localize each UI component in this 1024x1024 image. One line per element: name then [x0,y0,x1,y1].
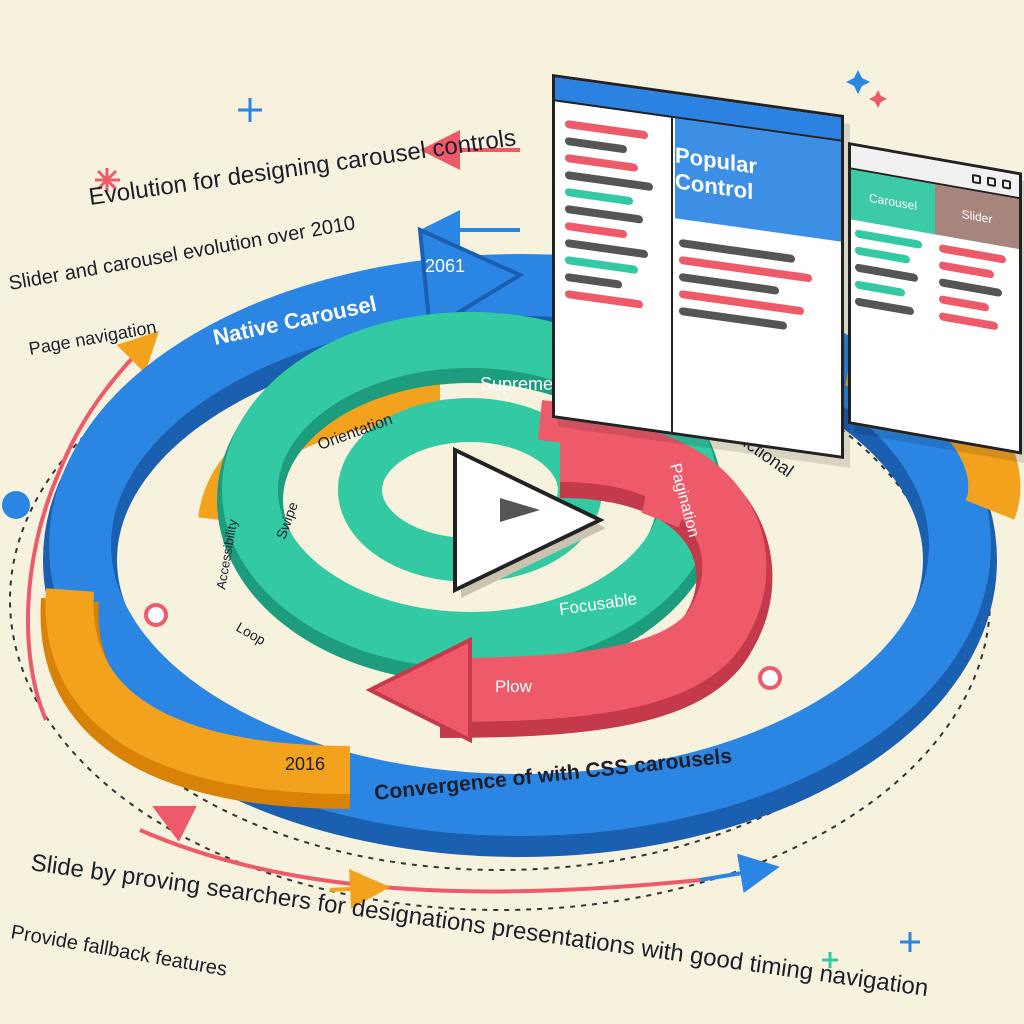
list-item [939,295,990,312]
panel-list [555,101,673,433]
list-item [855,246,910,264]
play-button-icon[interactable] [453,446,606,598]
red-ring [365,400,773,744]
list-item [565,119,649,140]
footer-line-2: Provide fallback features [9,921,229,981]
ring-markers [2,491,782,690]
panel-content: Popular Control [675,118,841,455]
outer-ring-arrowhead [417,226,525,334]
red-arrowhead [365,636,472,744]
header-line-1: Evolution for designing carousel control… [87,124,517,211]
list-item [565,221,628,239]
list-item [939,261,994,279]
orbit-arrows [26,130,780,909]
list-item [565,170,654,192]
list-item [565,153,638,173]
list-item [855,263,918,283]
popular-control-panel: Popular Control [552,74,844,460]
red-bottom-label: Plow [495,677,533,696]
footer-line-1: Slide by proving searchers for designati… [29,849,930,1002]
list-item [565,272,623,289]
list-item [565,289,643,309]
list-item [855,229,923,250]
close-icon[interactable] [1002,178,1011,190]
maximize-icon[interactable] [987,176,996,187]
carousel-slider-panel: Carousel Slider [848,142,1022,455]
list-item [939,244,1007,264]
list-item [565,238,649,259]
bottom-ring-year: 2016 [285,754,325,774]
green-inner-label: Loop [234,619,269,649]
green-top-label: Supreme [480,374,553,394]
list-item [855,297,914,316]
list-item [939,312,998,331]
list-item [855,280,906,298]
outer-blue-ring [43,226,997,857]
list-item [565,255,638,275]
outer-ring-year: 2061 [425,256,465,276]
minimize-icon[interactable] [972,173,981,184]
list-item [565,136,628,154]
star-icon [846,70,870,94]
header-line-2: Slider and carousel evolution over 2010 [7,212,357,295]
list-item [939,278,1002,298]
list-item [565,204,643,224]
star-icon [869,90,887,108]
list-item [565,187,633,206]
